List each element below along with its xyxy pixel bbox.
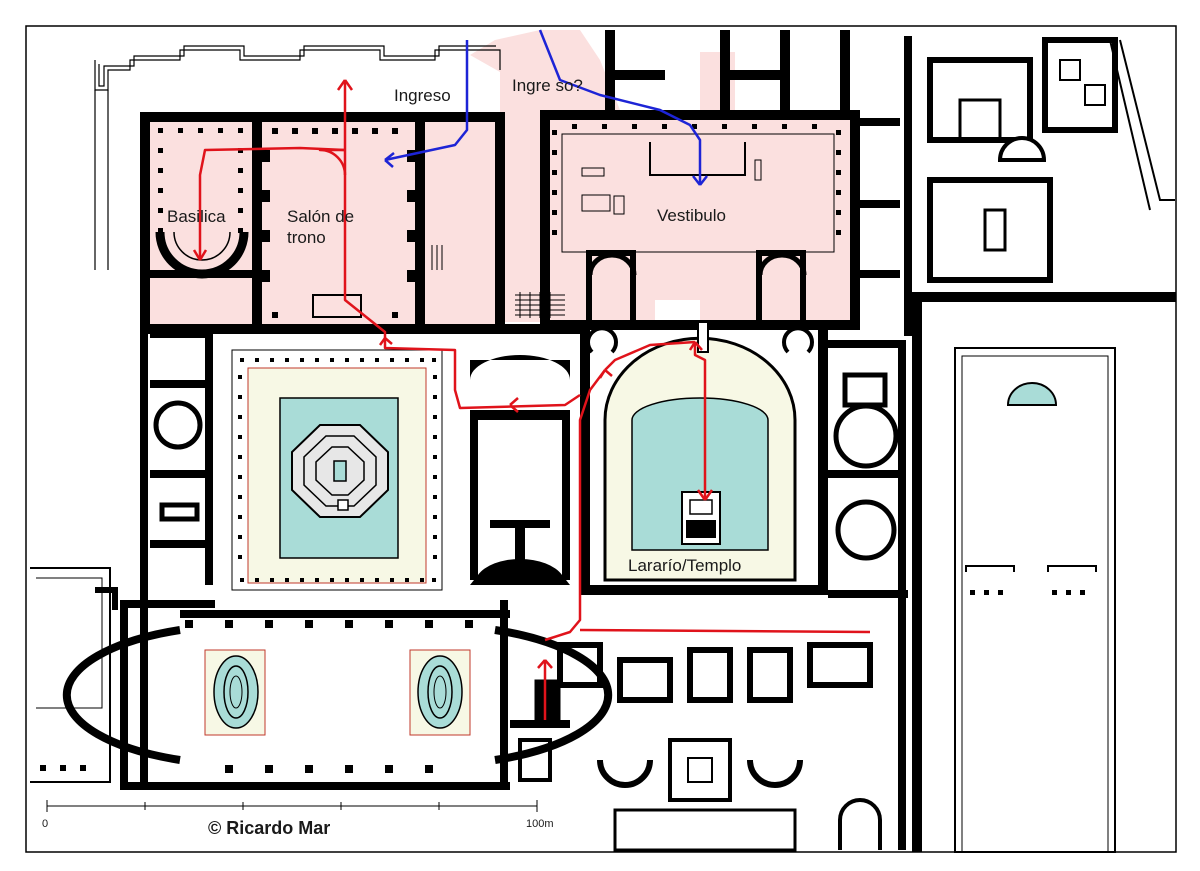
label-salon-line1: Salón de bbox=[287, 207, 355, 226]
bottom-middle-rooms bbox=[518, 642, 882, 852]
credit-text: © Ricardo Mar bbox=[208, 818, 331, 838]
label-vestibulo: Vestibulo bbox=[657, 206, 726, 225]
right-rooms bbox=[833, 372, 899, 561]
oval-pools bbox=[62, 620, 613, 773]
label-salon-line2: trono bbox=[287, 228, 326, 247]
right-portico bbox=[954, 347, 1116, 853]
blue-route bbox=[384, 29, 708, 186]
lararium-courtyard bbox=[586, 321, 814, 582]
red-route bbox=[192, 79, 871, 720]
central-hall bbox=[470, 355, 570, 585]
outer-zigzag-wall bbox=[94, 45, 501, 270]
label-basilica: Basilica bbox=[167, 207, 226, 226]
staircases bbox=[431, 245, 565, 721]
scale-bar bbox=[46, 800, 538, 812]
left-rooms bbox=[150, 380, 210, 548]
labyrinth-courtyard bbox=[231, 349, 443, 591]
salon-room bbox=[262, 128, 415, 318]
label-ingreso: Ingreso bbox=[394, 86, 451, 105]
vestibulo-room bbox=[552, 124, 841, 276]
top-right-buildings bbox=[927, 37, 1175, 283]
label-lararium: Lararío/Templo bbox=[628, 556, 742, 575]
label-ingreso-question: Ingre so? bbox=[512, 76, 583, 95]
scale-end-label: 100m bbox=[526, 818, 554, 830]
scale-start-label: 0 bbox=[42, 818, 49, 830]
basilica-room bbox=[155, 128, 249, 279]
